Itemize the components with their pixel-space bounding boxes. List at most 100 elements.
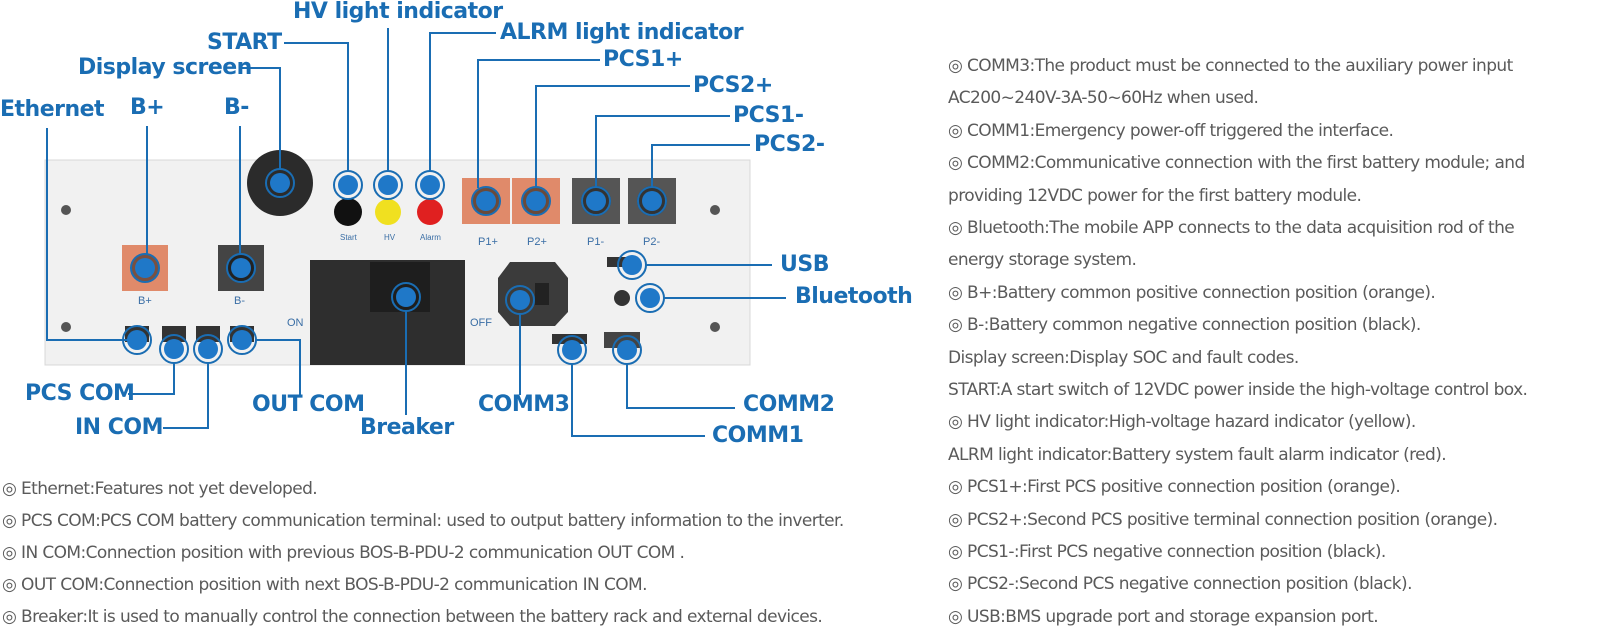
marker-ring: [415, 170, 445, 200]
note: ◎ B+:Battery common positive connection …: [948, 282, 1436, 303]
marker-ring: [226, 253, 256, 283]
svg-text:Alarm: Alarm: [420, 233, 441, 242]
label-pcs2m: PCS2-: [754, 132, 825, 157]
note: ◎ COMM1:Emergency power-off triggered th…: [948, 120, 1394, 141]
marker-dot: [562, 340, 582, 360]
note: ◎ PCS2+:Second PCS positive terminal con…: [948, 509, 1498, 530]
marker-ring: [521, 186, 551, 216]
screws: [61, 205, 720, 332]
marker-dot: [396, 287, 416, 307]
label-incom: IN COM: [75, 415, 164, 440]
label-usb: USB: [780, 252, 829, 277]
label-comm1: COMM1: [712, 423, 804, 448]
marker-ring: [130, 253, 160, 283]
note: ◎ PCS1-:First PCS negative connection po…: [948, 542, 1386, 562]
label-pcs1m: PCS1-: [733, 103, 804, 128]
note: ◎ USB:BMS upgrade port and storage expan…: [948, 606, 1379, 627]
svg-text:HV: HV: [384, 233, 396, 242]
label-bm: B-: [224, 95, 249, 120]
marker-dot: [642, 191, 662, 211]
marker-ring: [612, 335, 642, 365]
note: ◎ PCS2-:Second PCS negative connection p…: [948, 574, 1412, 595]
marker-dot: [617, 340, 637, 360]
marker-dot: [640, 288, 660, 308]
marker-ring: [193, 334, 223, 364]
note: ◎ PCS COM:PCS COM battery communication …: [2, 511, 844, 531]
hv-light: [375, 199, 401, 225]
note: ◎ Breaker:It is used to manually control…: [2, 607, 823, 627]
marker-ring: [333, 170, 363, 200]
marker-ring: [265, 168, 295, 198]
marker-ring: [637, 186, 667, 216]
label-display: Display screen: [78, 55, 252, 80]
note: ◎ OUT COM:Connection position with next …: [2, 575, 648, 595]
note: providing 12VDC power for the first batt…: [948, 185, 1362, 206]
marker-dot: [622, 255, 642, 275]
label-outcom: OUT COM: [252, 392, 365, 417]
note: Display screen:Display SOC and fault cod…: [948, 347, 1299, 368]
note: ◎ B-:Battery common negative connection …: [948, 315, 1421, 336]
marker-dot: [378, 175, 398, 195]
label-bp: B+: [130, 95, 165, 120]
marker-dot: [231, 258, 251, 278]
svg-text:Start: Start: [340, 233, 358, 242]
marker-dot: [526, 191, 546, 211]
note: ◎ PCS1+:First PCS positive connection po…: [948, 477, 1401, 498]
note: ◎ Bluetooth:The mobile APP connects to t…: [948, 218, 1515, 238]
svg-text:ON: ON: [287, 317, 304, 329]
marker-dot: [135, 258, 155, 278]
label-comm3: COMM3: [478, 392, 570, 417]
start-button: [334, 198, 362, 226]
label-pcs2p: PCS2+: [693, 73, 773, 98]
marker-dot: [338, 175, 358, 195]
marker-ring: [471, 186, 501, 216]
note: ◎ COMM2:Communicative connection with th…: [948, 153, 1525, 174]
marker-dot: [476, 191, 496, 211]
marker-ring: [581, 186, 611, 216]
alarm-light: [417, 199, 443, 225]
note: ALRM light indicator:Battery system faul…: [948, 444, 1447, 465]
label-breaker: Breaker: [360, 415, 454, 440]
label-alrm: ALRM light indicator: [500, 20, 744, 45]
bluetooth-antenna: [614, 290, 630, 306]
svg-text:P2-: P2-: [643, 236, 660, 248]
note: ◎ Ethernet:Features not yet developed.: [2, 479, 318, 499]
marker-ring: [617, 250, 647, 280]
svg-text:P2+: P2+: [527, 236, 547, 248]
marker-ring: [122, 325, 152, 355]
label-comm2: COMM2: [743, 392, 835, 417]
note: ◎ IN COM:Connection position with previo…: [2, 543, 685, 563]
marker-ring: [505, 285, 535, 315]
label-pcscom: PCS COM: [25, 381, 135, 406]
marker-dot: [127, 330, 147, 350]
label-hv: HV light indicator: [293, 0, 503, 24]
note: AC200~240V-3A-50~60Hz when used.: [948, 88, 1259, 109]
note: START:A start switch of 12VDC power insi…: [948, 380, 1528, 400]
marker-dot: [232, 330, 252, 350]
marker-dot: [164, 339, 184, 359]
label-pcs1p: PCS1+: [603, 47, 683, 72]
marker-dot: [510, 290, 530, 310]
svg-text:P1+: P1+: [478, 236, 498, 248]
svg-text:P1-: P1-: [587, 236, 604, 248]
svg-text:B+: B+: [138, 295, 152, 307]
label-ethernet: Ethernet: [0, 97, 105, 122]
svg-text:OFF: OFF: [470, 317, 492, 329]
note: energy storage system.: [948, 250, 1137, 271]
marker-dot: [420, 175, 440, 195]
label-start: START: [207, 30, 282, 55]
note: ◎ HV light indicator:High-voltage hazard…: [948, 412, 1416, 433]
note: ◎ COMM3:The product must be connected to…: [948, 56, 1513, 76]
marker-ring: [391, 282, 421, 312]
callout-markers: [122, 168, 667, 365]
marker-ring: [227, 325, 257, 355]
svg-text:B-: B-: [234, 295, 245, 307]
marker-ring: [373, 170, 403, 200]
marker-ring: [557, 335, 587, 365]
leader-lines: [46, 28, 786, 437]
marker-ring: [159, 334, 189, 364]
marker-dot: [586, 191, 606, 211]
marker-dot: [270, 173, 290, 193]
marker-ring: [635, 283, 665, 313]
